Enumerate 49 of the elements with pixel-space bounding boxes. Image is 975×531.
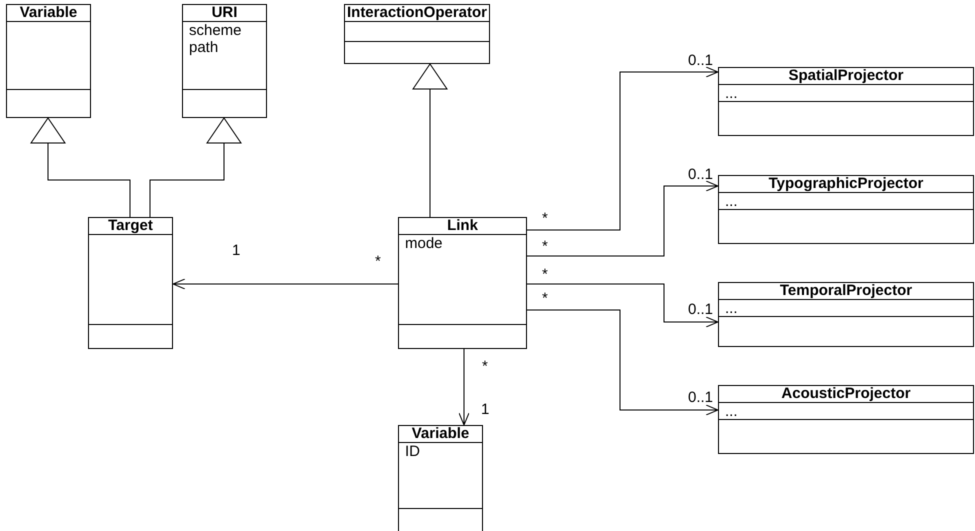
multiplicity-label: 1 <box>232 243 240 258</box>
class-box <box>398 217 527 349</box>
multiplicity-label: * <box>375 254 381 269</box>
class-box <box>718 175 974 244</box>
class-name: Target <box>107 218 154 233</box>
attribute-text: path <box>188 39 220 56</box>
class-box <box>6 4 91 118</box>
class-name: InteractionOperator <box>346 5 488 20</box>
attribute-text: scheme <box>188 22 243 39</box>
generalization-arrow <box>150 118 242 218</box>
class-name: Variable <box>410 426 470 441</box>
multiplicity-label: 0..1 <box>688 302 714 317</box>
multiplicity-label: 0..1 <box>688 167 714 182</box>
class-name: TypographicProjector <box>768 176 924 191</box>
association-arrow <box>526 310 718 416</box>
association-arrow <box>172 278 398 290</box>
multiplicity-label: * <box>542 211 548 226</box>
attribute-text: mode <box>404 235 444 252</box>
association-arrow <box>526 66 718 230</box>
class-name: Variable <box>18 5 78 20</box>
attribute-text: ... <box>724 300 739 317</box>
class-box <box>398 425 483 531</box>
class-name: AcousticProjector <box>780 386 912 401</box>
class-name: URI <box>210 5 238 20</box>
attribute-text: ID <box>404 443 421 460</box>
class-box <box>718 282 974 347</box>
generalization-arrow <box>412 64 448 218</box>
multiplicity-label: 0..1 <box>688 390 714 405</box>
multiplicity-label: 0..1 <box>688 53 714 68</box>
multiplicity-label: * <box>542 291 548 306</box>
class-box <box>718 385 974 454</box>
class-box <box>88 217 173 349</box>
multiplicity-label: * <box>542 239 548 254</box>
multiplicity-label: * <box>482 359 488 374</box>
class-name: TemporalProjector <box>778 283 914 298</box>
attribute-text: ... <box>724 403 739 420</box>
class-name: Link <box>446 218 479 233</box>
multiplicity-label: * <box>542 267 548 282</box>
generalization-arrow <box>30 118 130 218</box>
class-box <box>182 4 267 118</box>
association-arrow <box>526 180 718 256</box>
association-arrow <box>458 348 470 426</box>
attribute-text: ... <box>724 193 739 210</box>
class-box <box>344 4 490 64</box>
association-arrow <box>526 284 718 328</box>
class-box <box>718 67 974 136</box>
attribute-text: ... <box>724 85 739 102</box>
multiplicity-label: 1 <box>481 402 490 417</box>
class-name: SpatialProjector <box>787 68 905 83</box>
